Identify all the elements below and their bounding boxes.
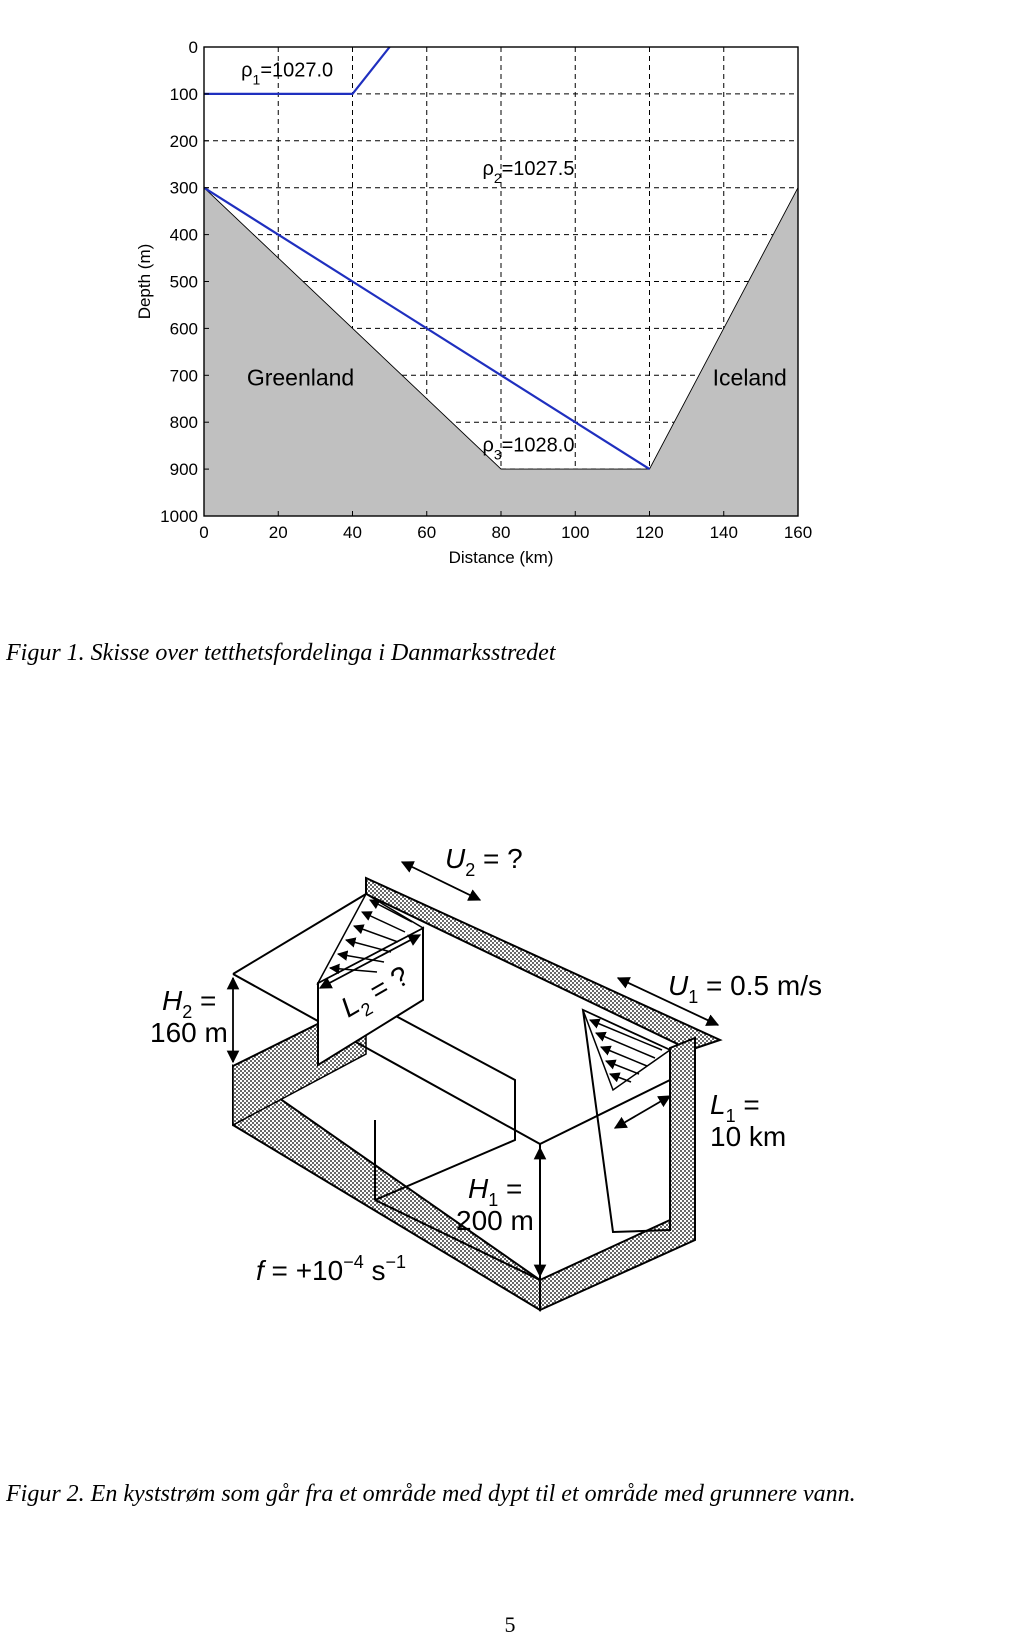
u1-dimension-line [616, 977, 720, 1026]
coastal-current-diagram: U2 = ? U1 = 0.5 m/s H2 = 160 m L2 = ? L1… [150, 843, 822, 1312]
x-axis-label: Distance (km) [449, 548, 554, 567]
top-left-edge [232, 893, 367, 975]
density-chart: 0 20 40 60 80 100 120 140 160 0 100 200 300 400 500 600… [135, 38, 812, 567]
x-tick-label: 160 [784, 523, 812, 542]
y-tick-label: 800 [170, 413, 198, 432]
step-edge [365, 999, 516, 1201]
y-tick-label: 500 [170, 273, 198, 292]
u2-dimension-line [400, 861, 482, 901]
velocity-profile-1 [581, 1008, 672, 1092]
deep-floor-edge [374, 1199, 541, 1281]
h1-value: 200 m [456, 1205, 534, 1236]
y-tick-label: 300 [170, 179, 198, 198]
figure-2-caption: Figur 2. En kyststrøm som går fra et omr… [6, 1481, 856, 1507]
density-label-1: ρ1=1027.0 [241, 59, 333, 87]
l2-dimension-line [318, 934, 422, 989]
x-tick-label: 60 [417, 523, 436, 542]
x-tick-label: 120 [635, 523, 663, 542]
density-interface-2 [203, 186, 651, 471]
y-tick-label: 700 [170, 366, 198, 385]
coriolis-label: f = +10−4 s−1 [256, 1252, 406, 1286]
l1-dimension-line [613, 1095, 672, 1129]
page-number: 5 [504, 1612, 516, 1637]
y-tick-label: 1000 [160, 507, 198, 526]
x-tick-label: 20 [269, 523, 288, 542]
h1-label: H1 = [468, 1173, 522, 1210]
l1-label: L1 = [710, 1089, 760, 1126]
y-tick-label: 400 [170, 226, 198, 245]
u2-label: U2 = ? [445, 843, 523, 880]
y-axis-label: Depth (m) [135, 244, 154, 320]
region-label-iceland: Iceland [713, 365, 787, 391]
y-tick-label: 600 [170, 319, 198, 338]
density-label-3: ρ3=1028.0 [482, 435, 574, 463]
figure-1-caption: Figur 1. Skisse over tetthetsfordelinga … [6, 640, 556, 666]
y-tick-label: 0 [189, 38, 198, 57]
density-label-2: ρ2=1027.5 [482, 158, 574, 186]
l1-value: 10 km [710, 1121, 786, 1152]
y-tick-label: 900 [170, 460, 198, 479]
h2-value: 160 m [150, 1017, 228, 1048]
x-tick-label: 40 [343, 523, 362, 542]
x-tick-label: 0 [199, 523, 208, 542]
h2-label: H2 = [162, 985, 216, 1022]
velocity-arrows-1 [589, 1018, 663, 1083]
y-tick-label: 100 [170, 85, 198, 104]
x-tick-label: 140 [710, 523, 738, 542]
density-interface-1 [204, 46, 391, 96]
x-tick-label: 100 [561, 523, 589, 542]
region-label-greenland: Greenland [247, 365, 354, 391]
u1-label: U1 = 0.5 m/s [668, 970, 822, 1007]
y-tick-label: 200 [170, 132, 198, 151]
x-tick-label: 80 [492, 523, 511, 542]
